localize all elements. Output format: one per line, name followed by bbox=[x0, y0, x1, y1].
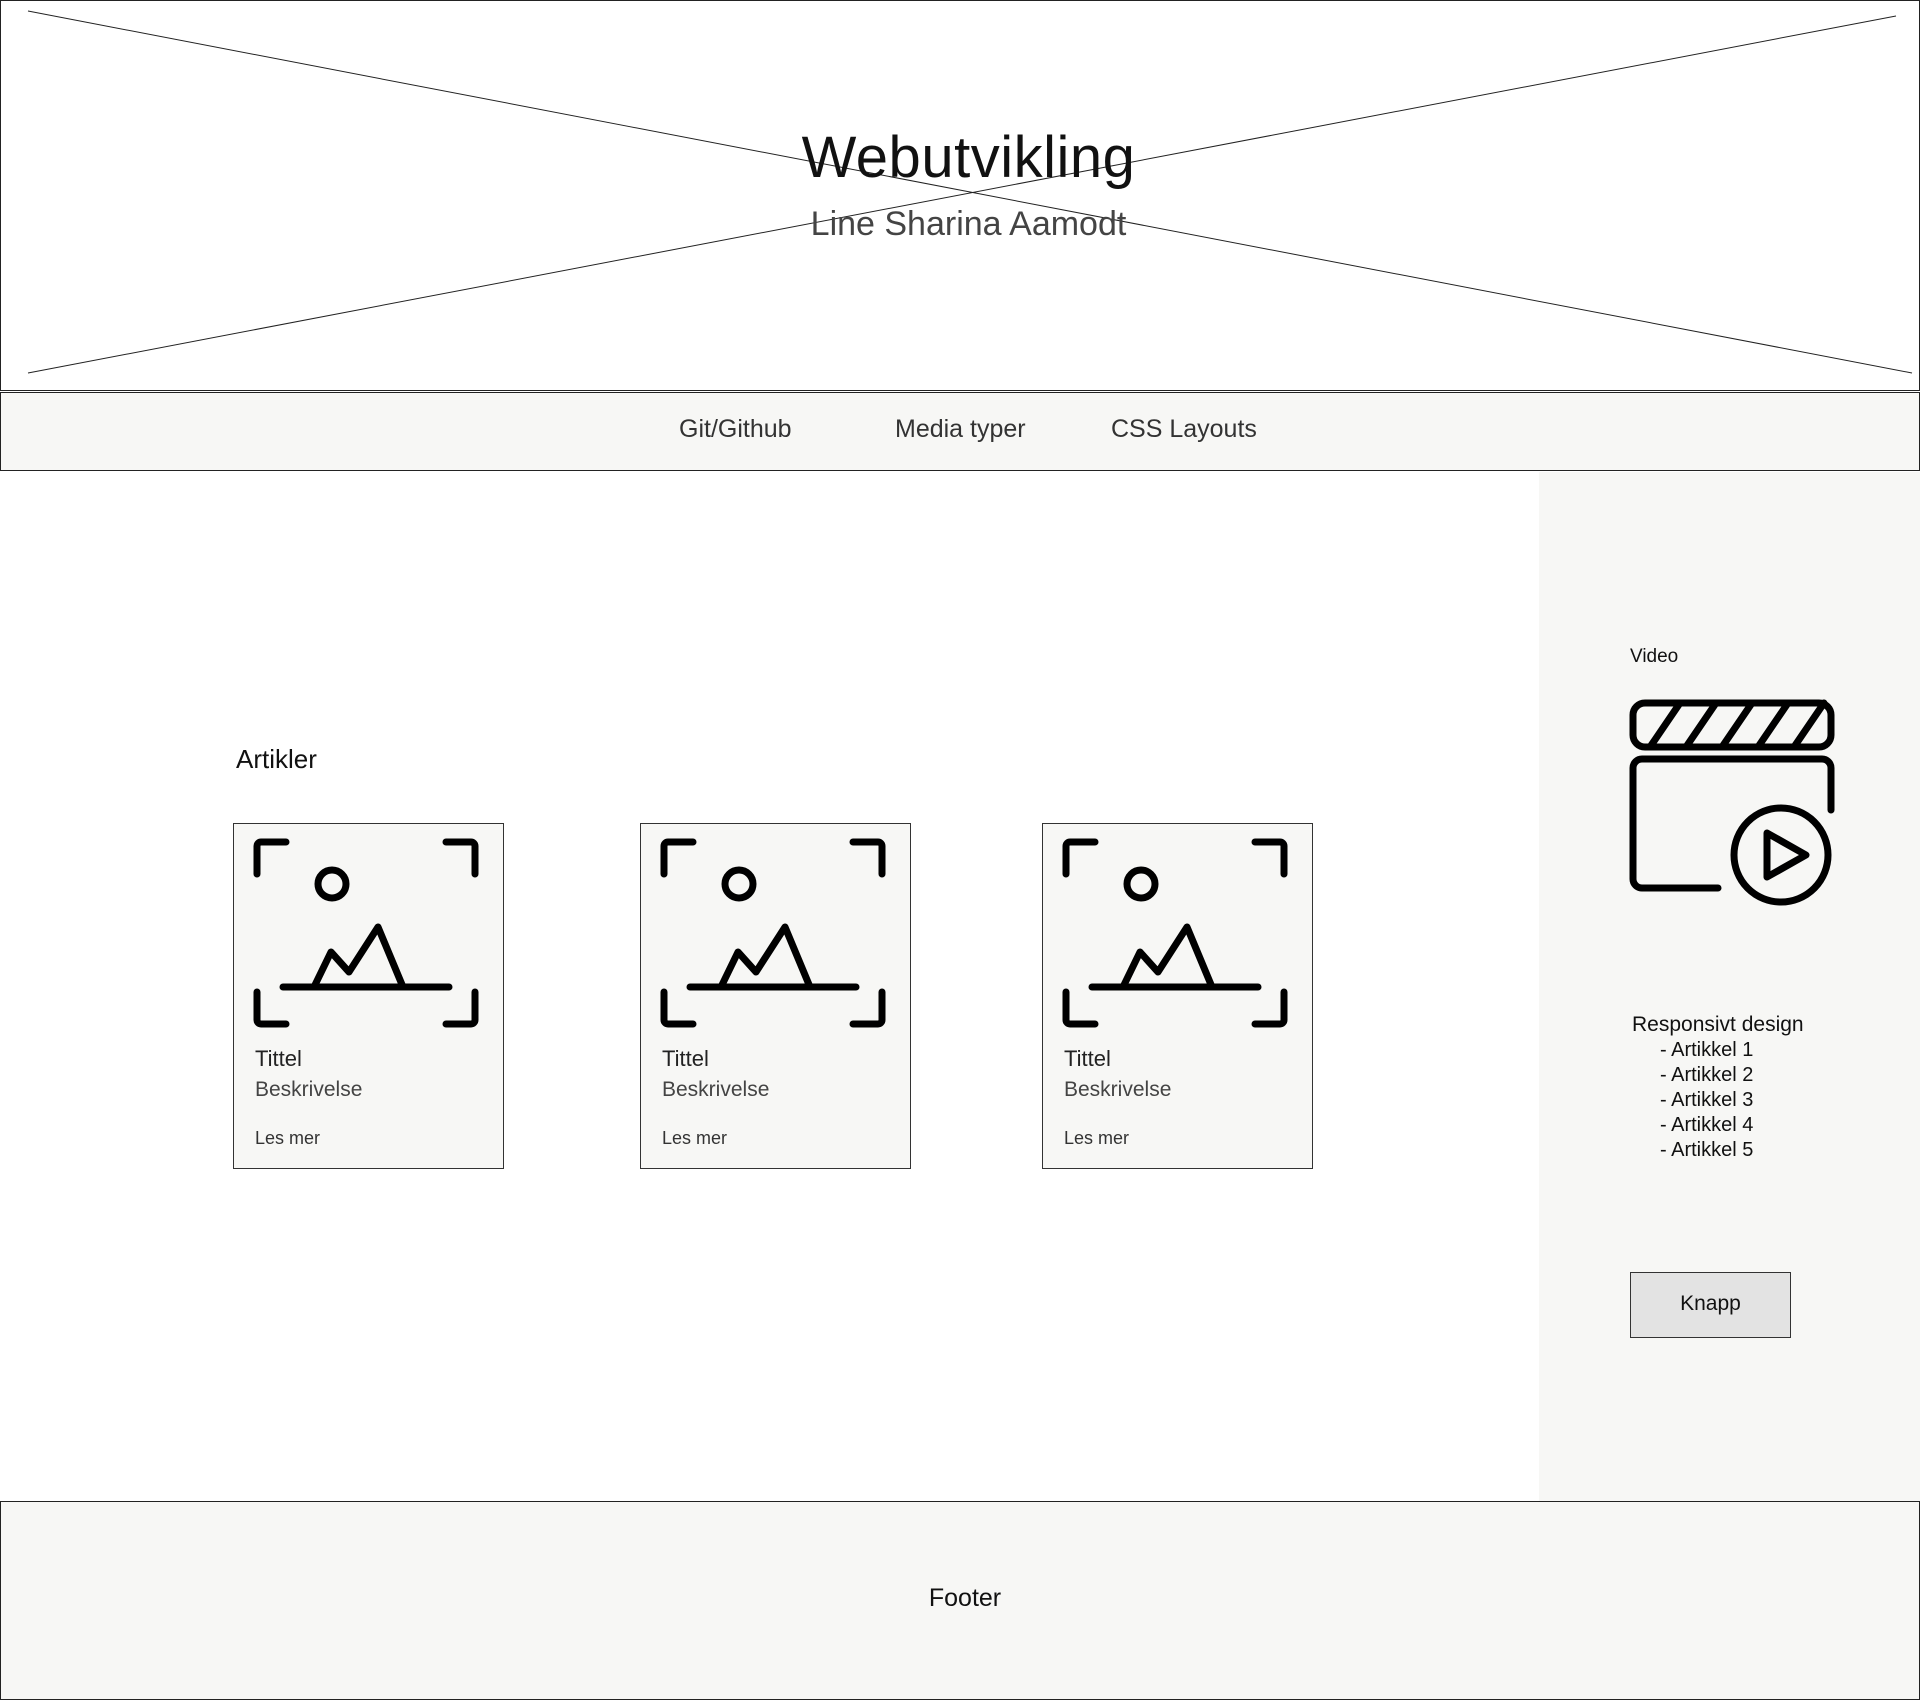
card-description: Beskrivelse bbox=[662, 1078, 770, 1101]
image-placeholder-cross bbox=[27, 10, 1913, 374]
list-item[interactable]: - Artikkel 1 bbox=[1660, 1039, 1754, 1061]
card-title: Tittel bbox=[255, 1046, 302, 1071]
card-title: Tittel bbox=[1064, 1046, 1111, 1071]
image-icon bbox=[1062, 838, 1288, 1028]
image-icon bbox=[253, 838, 479, 1028]
main-content: Artikler Tittel Beskrivelse Les mer bbox=[0, 472, 1539, 1501]
video-clapperboard-icon[interactable] bbox=[1628, 698, 1836, 908]
footer: Footer bbox=[0, 1501, 1920, 1700]
nav-link-git-github[interactable]: Git/Github bbox=[679, 415, 792, 443]
video-label: Video bbox=[1630, 646, 1679, 667]
card-description: Beskrivelse bbox=[1064, 1078, 1172, 1101]
article-card[interactable]: Tittel Beskrivelse Les mer bbox=[640, 823, 911, 1169]
responsive-article-list: - Artikkel 1 - Artikkel 2 - Artikkel 3 -… bbox=[1660, 1038, 1753, 1163]
read-more-link[interactable]: Les mer bbox=[662, 1128, 728, 1148]
article-card[interactable]: Tittel Beskrivelse Les mer bbox=[1042, 823, 1313, 1169]
list-item[interactable]: - Artikkel 3 bbox=[1660, 1089, 1754, 1111]
list-item[interactable]: - Artikkel 4 bbox=[1660, 1114, 1754, 1136]
page-title: Webutvikling bbox=[801, 125, 1136, 190]
knapp-button[interactable]: Knapp bbox=[1630, 1272, 1791, 1338]
page-subtitle: Line Sharina Aamodt bbox=[810, 205, 1127, 243]
list-item[interactable]: - Artikkel 2 bbox=[1660, 1064, 1754, 1086]
responsive-design-heading: Responsivt design bbox=[1632, 1013, 1804, 1036]
article-card[interactable]: Tittel Beskrivelse Les mer bbox=[233, 823, 504, 1169]
list-item[interactable]: - Artikkel 5 bbox=[1660, 1139, 1754, 1161]
nav-link-media-typer[interactable]: Media typer bbox=[895, 415, 1026, 443]
nav-link-css-layouts[interactable]: CSS Layouts bbox=[1111, 415, 1257, 443]
card-description: Beskrivelse bbox=[255, 1078, 363, 1101]
card-title: Tittel bbox=[662, 1046, 709, 1071]
hero-banner: Webutvikling Line Sharina Aamodt bbox=[0, 0, 1920, 391]
read-more-link[interactable]: Les mer bbox=[1064, 1128, 1130, 1148]
articles-heading: Artikler bbox=[236, 744, 317, 774]
sidebar: Video Responsivt design - Artikkel 1 - A… bbox=[1539, 472, 1920, 1501]
read-more-link[interactable]: Les mer bbox=[255, 1128, 321, 1148]
footer-text: Footer bbox=[928, 1584, 1002, 1612]
main-nav: Git/Github Media typer CSS Layouts bbox=[0, 392, 1920, 471]
image-icon bbox=[660, 838, 886, 1028]
